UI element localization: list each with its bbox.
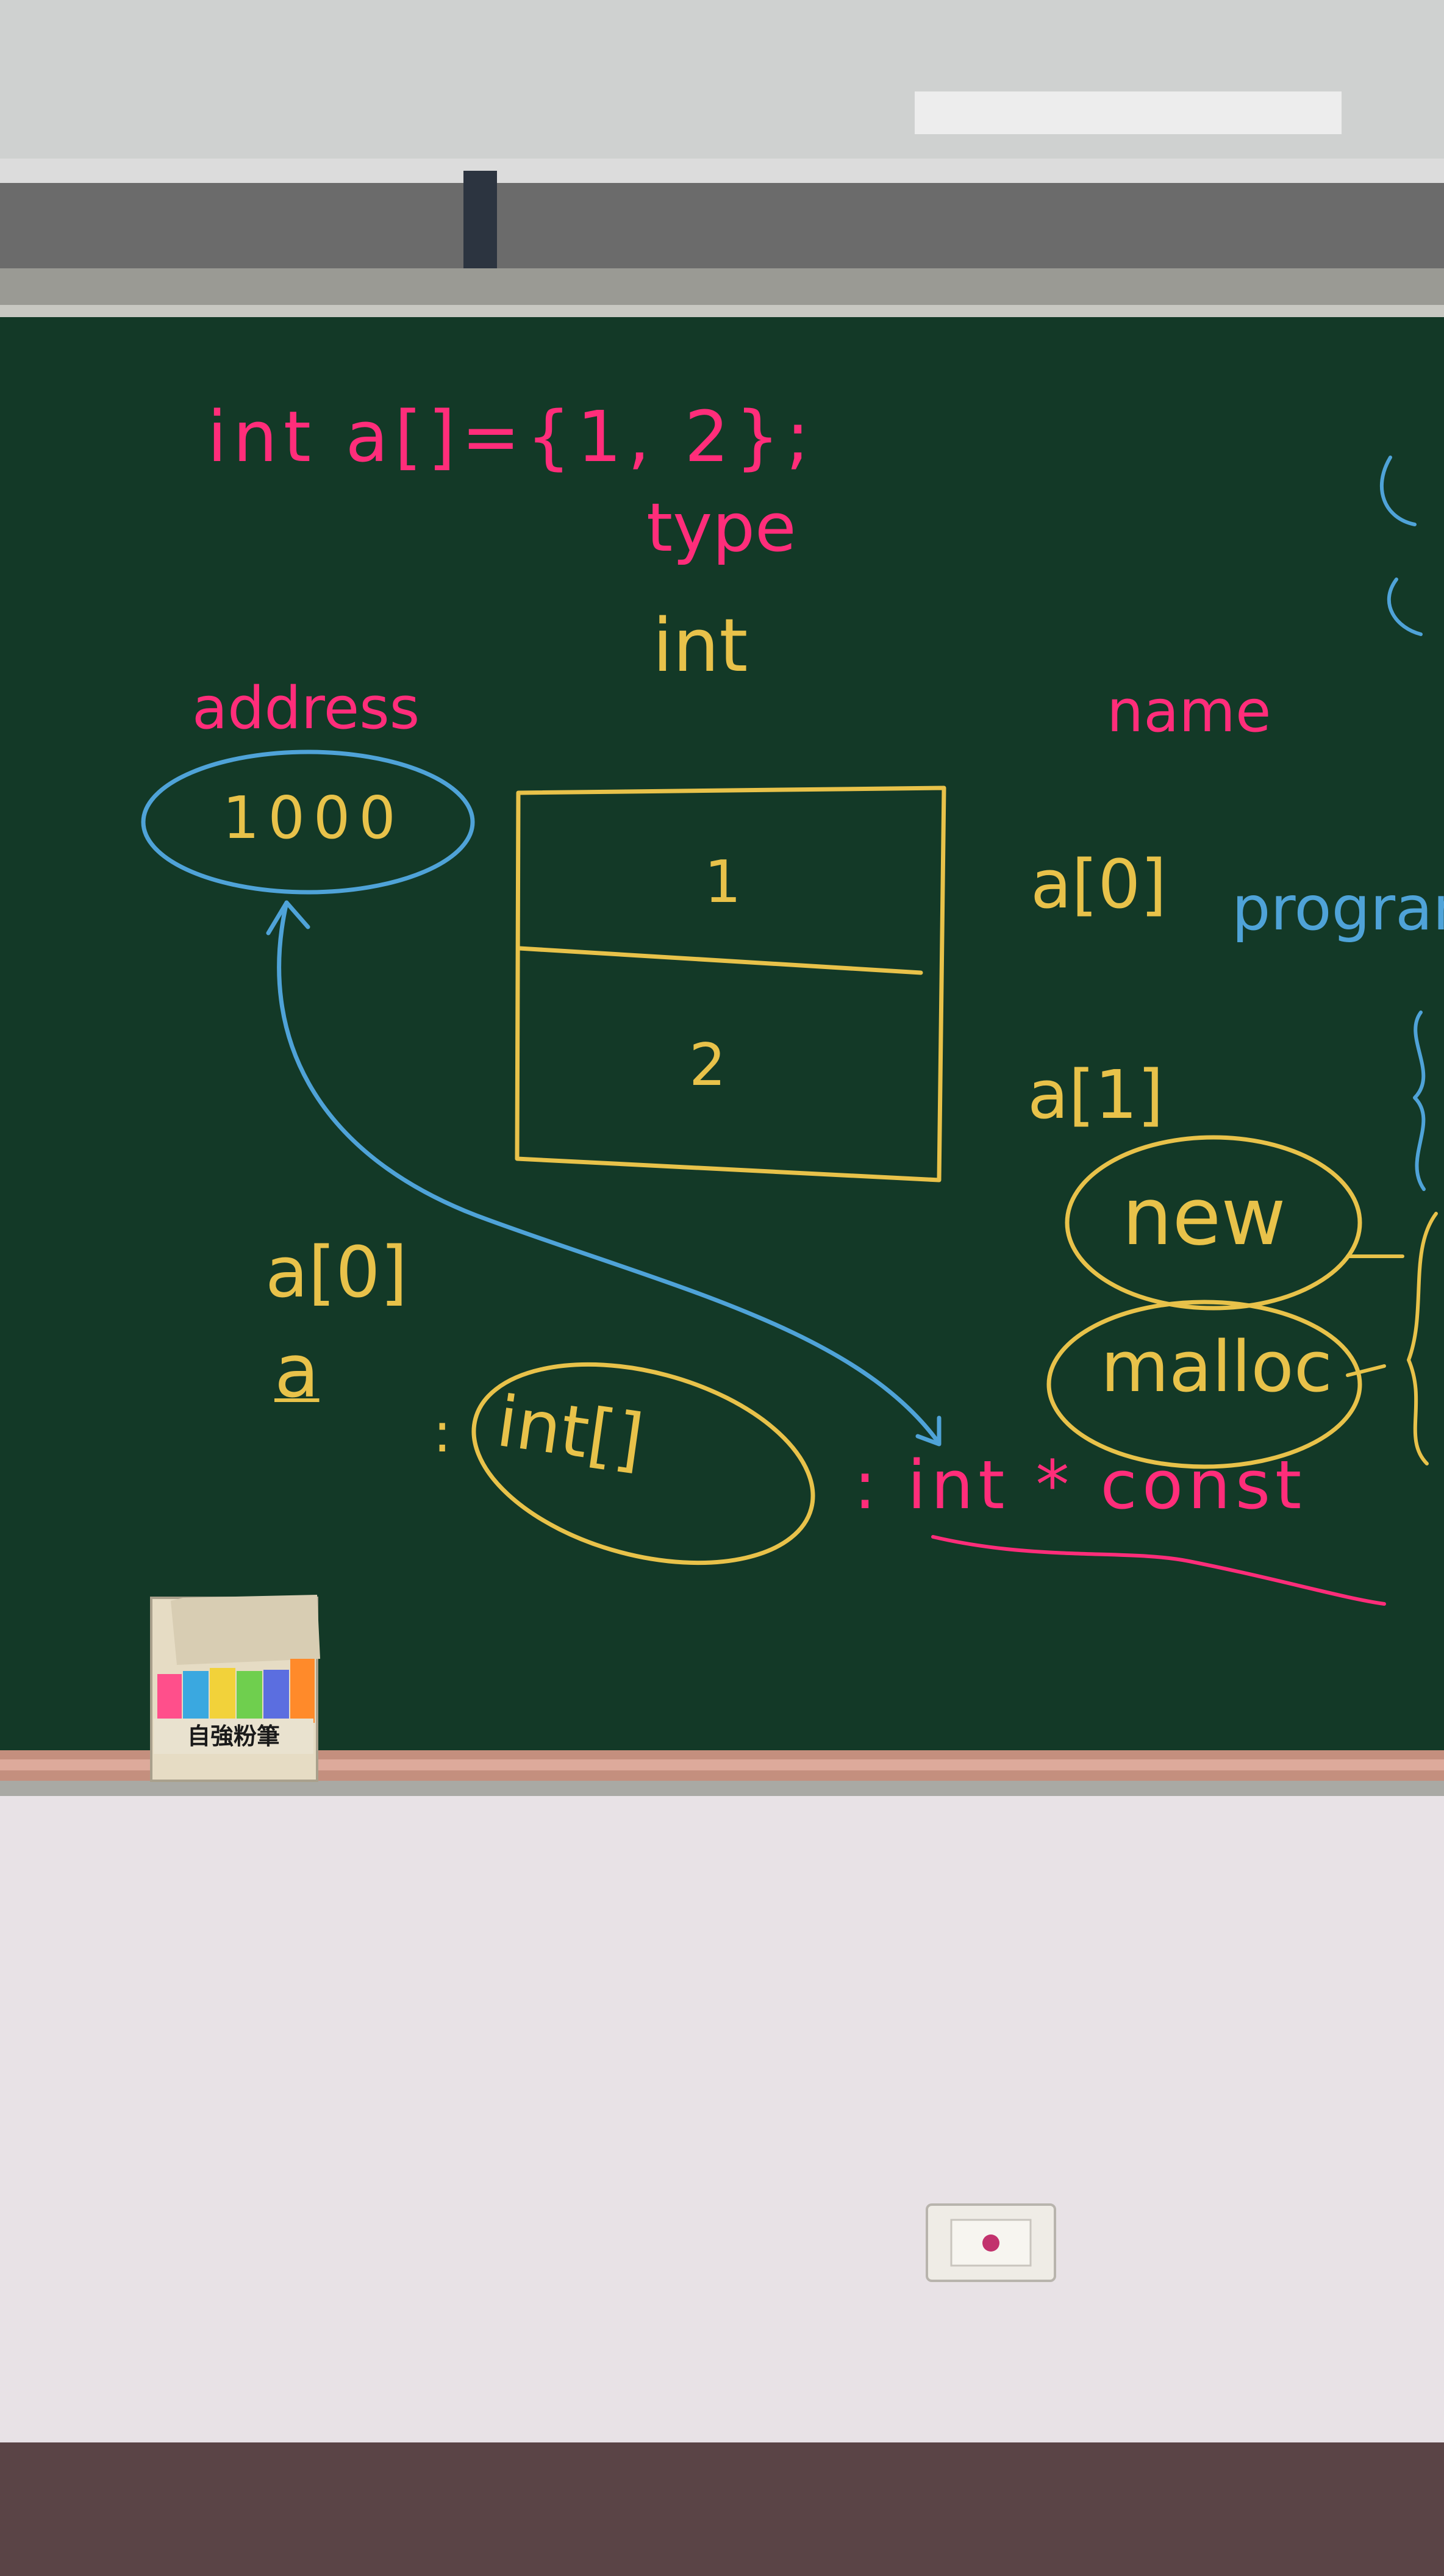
top-rail-edge: [0, 305, 1444, 317]
address-oval: [141, 750, 475, 895]
upper-shadow: [0, 183, 1444, 281]
memory-cell-divider: [517, 946, 923, 975]
address-heading: address: [192, 675, 420, 742]
new-oval: [1065, 1135, 1362, 1311]
cell-value-1: 1: [704, 849, 742, 916]
left-a: a: [274, 1329, 320, 1414]
tray-lip: [0, 1781, 1444, 1796]
chalk-tray-dust: [0, 1759, 1444, 1770]
brace-right-1: [1413, 1011, 1426, 1191]
chalk-stick-blue: [183, 1671, 209, 1723]
chalkboard: [0, 317, 1444, 1756]
name-a1: a[1]: [1028, 1056, 1164, 1134]
top-rail: [0, 268, 1444, 305]
malloc-arrow: [1346, 1364, 1386, 1377]
chalk-stick-purple: [263, 1670, 289, 1723]
type-oval: [471, 1362, 815, 1565]
pipe: [463, 171, 497, 281]
address-value: 1000: [223, 785, 404, 852]
chalk-stick-orange: [290, 1659, 315, 1723]
type-int-text: int: [652, 604, 748, 689]
wall-switch-button: [982, 2234, 999, 2252]
pointer-type: : int * const: [854, 1446, 1307, 1524]
chalk-box-label: 自強粉筆: [154, 1719, 313, 1754]
chalk-drawings: [141, 456, 1438, 1606]
pointer-arrow: [277, 900, 938, 1442]
floor-trim: [0, 2442, 1444, 2576]
brace-right-top: [1379, 456, 1417, 526]
chalk-stick-pink: [157, 1674, 182, 1723]
left-a0: a[0]: [265, 1232, 408, 1314]
brace-right-2: [1407, 1212, 1438, 1465]
ceiling-panel: [0, 0, 1444, 159]
cell-value-2: 2: [689, 1032, 726, 1099]
chalk-stick-green: [237, 1671, 262, 1723]
pointer-arrow-head-bottom: [915, 1415, 942, 1447]
name-a0: a[0]: [1031, 845, 1167, 923]
pointer-arrow-head-top: [266, 900, 310, 936]
chalk-stick-yellow: [210, 1668, 235, 1723]
type-heading: type: [646, 488, 796, 567]
malloc-text: malloc: [1101, 1326, 1332, 1408]
name-heading: name: [1107, 678, 1271, 745]
brace-right-top-2: [1387, 578, 1423, 636]
chalkboard-shading: [0, 317, 1444, 1756]
declaration-text: int a[]={1, 2};: [207, 396, 816, 478]
ceiling-highlight: [915, 91, 1342, 134]
malloc-oval: [1046, 1300, 1362, 1469]
program-text: program: [1232, 873, 1444, 944]
const-underline: [931, 1535, 1386, 1606]
memory-box: [515, 785, 946, 1182]
type-colon: :: [433, 1401, 452, 1465]
chalk-box-lid: [171, 1595, 320, 1665]
int-array-type: int[]: [491, 1380, 648, 1483]
lower-wall: [0, 1796, 1444, 2442]
new-text: new: [1122, 1170, 1286, 1263]
